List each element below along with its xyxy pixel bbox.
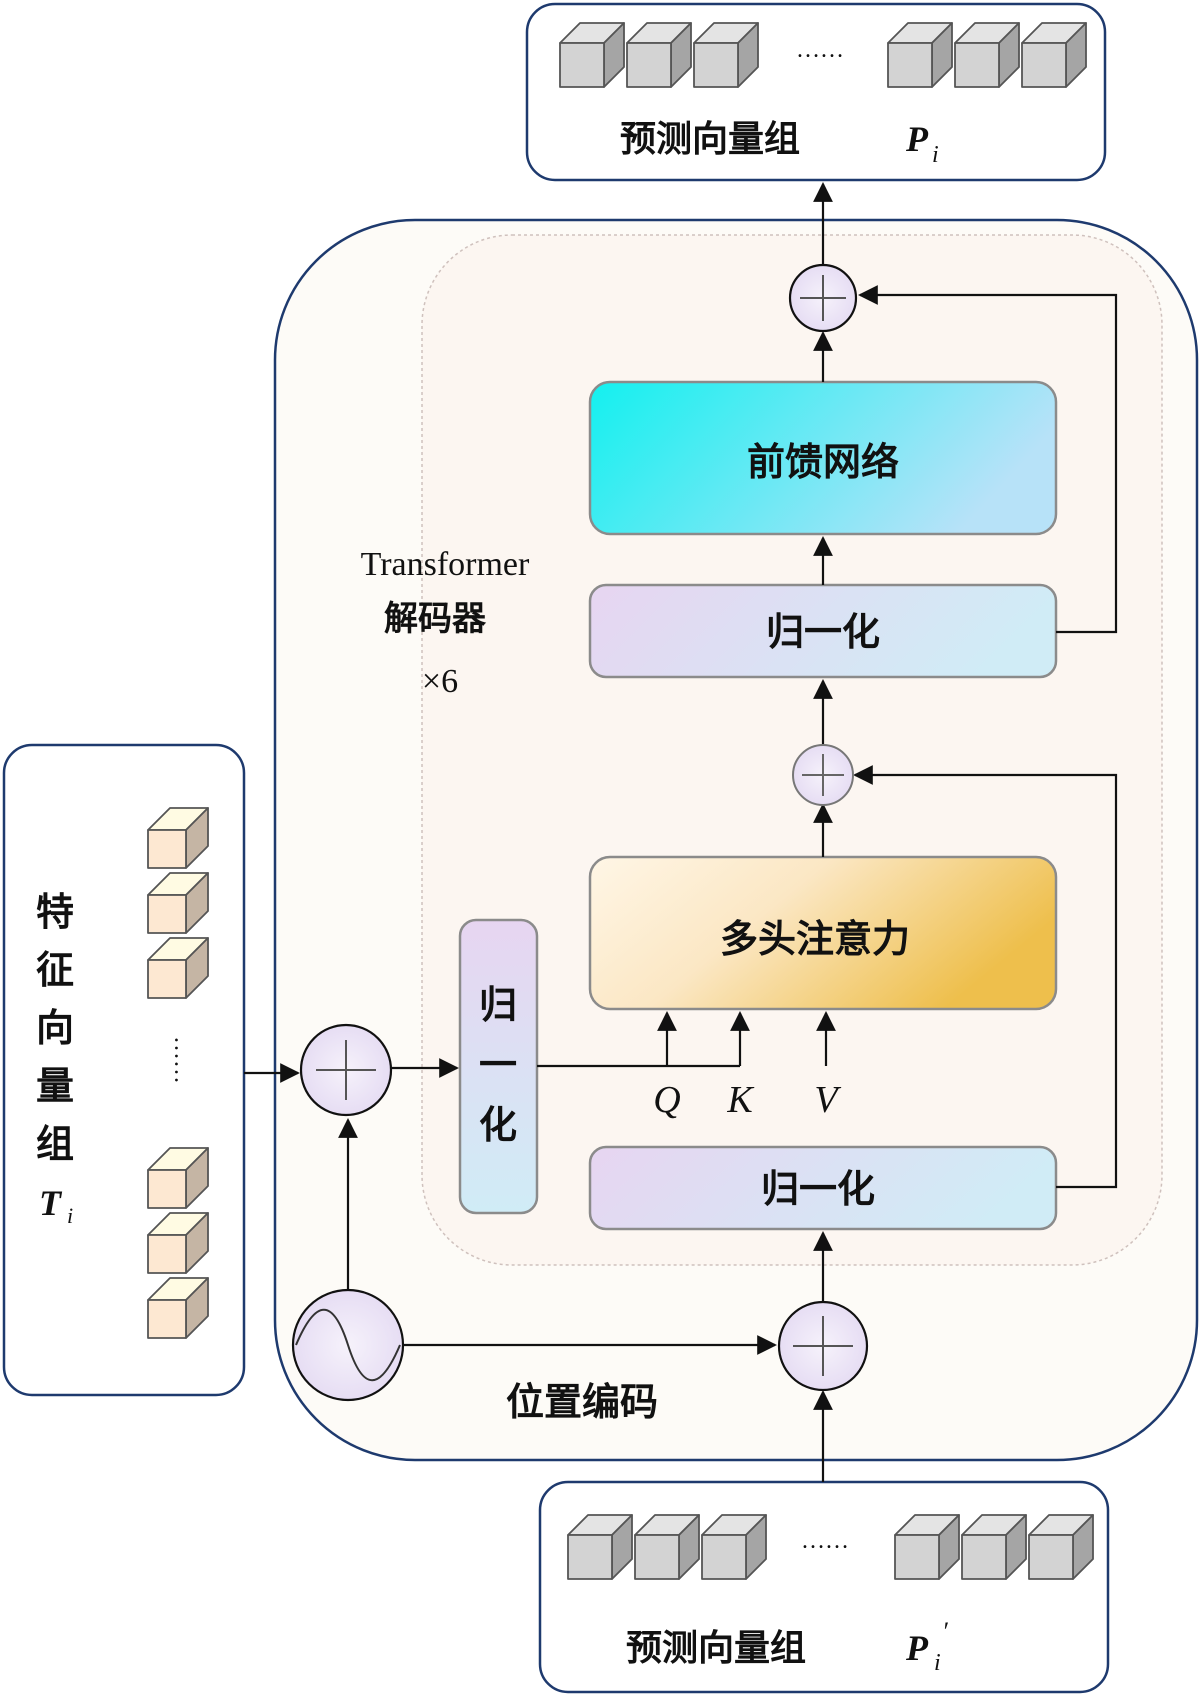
input-group-label: 预测向量组 [626, 1628, 806, 1669]
input-cube-2 [634, 1514, 700, 1580]
feature-cube-2 [147, 872, 209, 934]
output-cube-4 [887, 22, 953, 88]
output-cube-2 [626, 22, 692, 88]
adder-top [788, 263, 858, 333]
feature-char-4: 量 [36, 1064, 74, 1108]
feature-cube-4 [147, 1147, 209, 1209]
q-label: Q [653, 1079, 680, 1121]
adder-left [299, 1023, 393, 1117]
input-cube-5 [961, 1514, 1027, 1580]
multi-head-attention-label: 多头注意力 [720, 917, 910, 961]
feature-char-3: 向 [36, 1006, 74, 1050]
v-label: V [814, 1079, 841, 1121]
input-group-prime: ′ [942, 1617, 948, 1646]
input-cube-3 [701, 1514, 767, 1580]
output-cube-6 [1021, 22, 1087, 88]
feature-cube-6 [147, 1277, 209, 1339]
input-cube-4 [894, 1514, 960, 1580]
feature-char-5: 组 [36, 1122, 74, 1166]
feature-ellipsis: …… [169, 1036, 195, 1084]
output-cubes [559, 22, 1087, 88]
output-cube-5 [954, 22, 1020, 88]
norm-side-char-2: 一 [479, 1043, 517, 1087]
feature-cubes [147, 807, 209, 1339]
feature-cube-1 [147, 807, 209, 869]
positional-encoding-label: 位置编码 [506, 1380, 658, 1424]
output-group-sub: i [932, 142, 939, 168]
output-group-label: 预测向量组 [620, 119, 800, 160]
input-cube-6 [1028, 1514, 1094, 1580]
input-cube-1 [567, 1514, 633, 1580]
feature-var: T [39, 1183, 63, 1223]
norm-side-char-1: 归 [479, 983, 517, 1027]
feature-char-2: 征 [36, 948, 74, 992]
norm-side-char-3: 化 [479, 1103, 517, 1147]
decoder-repeat: ×6 [422, 663, 458, 700]
adder-bottom [777, 1300, 869, 1392]
input-group-var: P [905, 1628, 929, 1668]
feature-cube-5 [147, 1212, 209, 1274]
feature-sub: i [67, 1203, 73, 1228]
feature-char-1: 特 [36, 890, 74, 934]
input-ellipsis: …… [801, 1528, 849, 1554]
output-cube-3 [693, 22, 759, 88]
k-label: K [726, 1079, 754, 1121]
residual-mid [853, 765, 1118, 1189]
output-group-var: P [905, 119, 929, 159]
feed-forward-label: 前馈网络 [747, 440, 899, 484]
output-ellipsis: …… [796, 37, 844, 63]
connections [244, 182, 1118, 1482]
decoder-name-line1: Transformer [361, 546, 530, 583]
adder-mid [792, 744, 854, 806]
input-group-sub: i [934, 1650, 941, 1676]
decoder-name-line2: 解码器 [384, 599, 487, 639]
feature-cube-3 [147, 937, 209, 999]
norm-top-label: 归一化 [766, 610, 880, 654]
residual-top [858, 285, 1118, 634]
sine-wave-icon [291, 1288, 405, 1402]
input-cubes [567, 1514, 1094, 1580]
norm-bottom-label: 归一化 [761, 1167, 875, 1211]
output-cube-1 [559, 22, 625, 88]
